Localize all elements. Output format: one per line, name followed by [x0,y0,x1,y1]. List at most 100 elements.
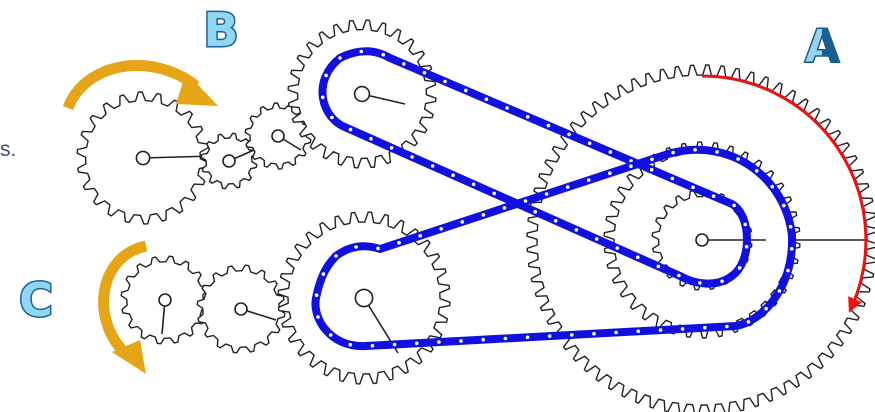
chain-pin [782,204,786,208]
chain-pin [504,337,508,341]
chain-pin [771,185,775,189]
chain-pin [482,213,486,217]
chain-pin [322,272,326,276]
chain-pin [461,220,465,224]
chain-pin [548,334,552,338]
chain-pin [410,155,414,159]
chain-pin [334,254,338,258]
chain-pin [637,330,641,334]
chain-pin [738,266,742,270]
chain-pin [472,183,476,187]
chain-pin [526,336,530,340]
chain-pin [691,186,695,190]
chain-pin [671,177,675,181]
chain-pin [439,227,443,231]
chain-pin [431,164,435,168]
chain-pin [789,225,793,229]
chain-pin [659,328,663,332]
chain-pin [393,343,397,347]
chain-pin [324,74,328,78]
chain-pin [533,210,537,214]
chain-pin [390,146,394,150]
chain-pin [732,204,736,208]
chain-pin [315,293,319,297]
chain-pin [703,326,707,330]
gear-hub [272,130,284,142]
chain-pin [437,340,441,344]
chain-pin [505,106,509,110]
chain-pin [747,320,751,324]
chain-pin [587,178,591,182]
chain-pin [329,333,333,337]
chain-pin [566,185,570,189]
chain-pin [575,228,579,232]
chain-pin [588,142,592,146]
chain-pin [671,151,675,155]
chain-pin [567,133,571,137]
chain-pin [316,315,320,319]
chain-pin [725,325,729,329]
chain-pin [503,206,507,210]
chain-pin [743,223,747,227]
chain-pin [595,237,599,241]
chain-pin [524,199,528,203]
gear-c-left [121,256,209,344]
chain-pin [402,62,406,66]
label-b: B [203,3,238,57]
chain-pin [755,169,759,173]
chain-pin [376,247,380,251]
chain-pin [547,124,551,128]
chain-pin [778,289,782,293]
chain-pin [592,332,596,336]
chain-pin [614,331,618,335]
gear-hub [223,155,235,167]
gear-hub [696,234,708,246]
chain-pin [736,157,740,161]
chain-pin [786,269,790,273]
gear-hub [355,289,372,306]
chain-pin [764,307,768,311]
chain-pin [330,116,334,120]
chain-pin [423,71,427,75]
chain-pin [382,53,386,57]
chain-pin [451,173,455,177]
chain-pin [554,219,558,223]
chain-pin [698,281,702,285]
chain-pin [415,342,419,346]
gear-b-left [77,92,214,224]
chain-pin [636,255,640,259]
chain-pin [526,115,530,119]
chain-pin [720,280,724,284]
chain-pin [338,56,342,60]
chain-pin [485,97,489,101]
chain-pin [492,192,496,196]
gear-hub [136,151,149,164]
chain-pin [650,158,654,162]
chain-pin [349,343,353,347]
label-c: C [19,273,53,327]
chain-pin [397,241,401,245]
gear-c-idler [197,265,285,353]
chain-pin [369,137,373,141]
chain-pin [570,333,574,337]
chain-pin [481,338,485,342]
chain-pin [371,344,375,348]
chain-pin [616,246,620,250]
chain-pin [650,168,654,172]
chain-pin [657,265,661,269]
chain-pin [629,164,633,168]
chain-pin [790,247,794,251]
chain-pin [418,234,422,238]
chain-pin [545,192,549,196]
gear-b-upper [288,20,436,168]
chain-pin [715,150,719,154]
gear-hub [235,303,247,315]
chain-pin [712,194,716,198]
cropped-text-fragment: s. [0,138,16,161]
chain-pin [354,245,358,249]
chain-pin [360,50,364,54]
chain-pin [681,327,685,331]
chain-pin [745,245,749,249]
chain-pin [693,148,697,152]
